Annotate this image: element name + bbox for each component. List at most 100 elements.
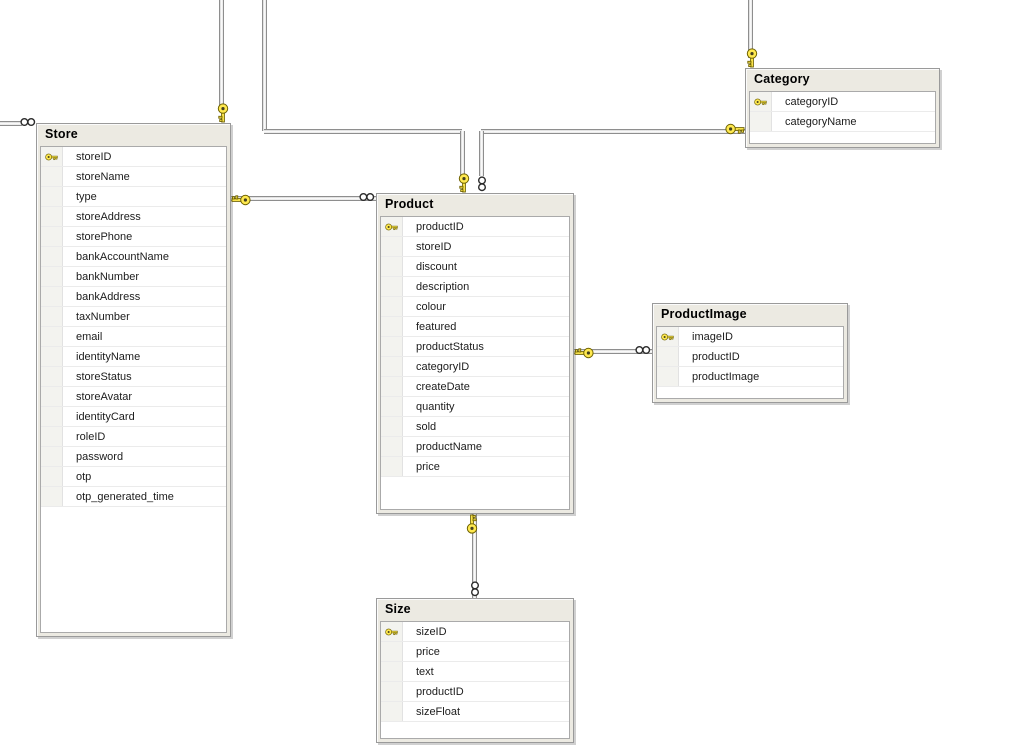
relationship-line-product-offscreen-top[interactable] <box>460 131 465 176</box>
column-row[interactable]: categoryID <box>381 357 569 377</box>
column-row[interactable]: productName <box>381 437 569 457</box>
column-row[interactable]: categoryName <box>750 112 935 132</box>
column-row[interactable]: email <box>41 327 226 347</box>
column-row[interactable]: quantity <box>381 397 569 417</box>
column-row[interactable]: price <box>381 457 569 477</box>
relationship-line-product-offscreen-top[interactable] <box>264 129 462 134</box>
 <box>466 514 478 534</box>
column-row[interactable]: productImage <box>657 367 843 387</box>
column-row[interactable]: type <box>41 187 226 207</box>
column-row[interactable]: sold <box>381 417 569 437</box>
column-row[interactable]: bankNumber <box>41 267 226 287</box>
column-row[interactable]: discount <box>381 257 569 277</box>
relationship-line-category-product[interactable] <box>479 131 484 176</box>
column-row[interactable]: otp_generated_time <box>41 487 226 507</box>
column-row[interactable]: description <box>381 277 569 297</box>
column-row[interactable]: storeAddress <box>41 207 226 227</box>
column-name: sold <box>416 420 437 433</box>
key-cell <box>41 407 63 426</box>
 <box>45 153 58 160</box>
key-cell <box>381 397 403 416</box>
relationship-line-product-offscreen-top[interactable] <box>262 0 267 131</box>
column-name: password <box>76 450 124 463</box>
column-row[interactable]: featured <box>381 317 569 337</box>
column-name: otp <box>76 470 92 483</box>
column-row[interactable]: bankAccountName <box>41 247 226 267</box>
column-row[interactable]: storePhone <box>41 227 226 247</box>
key-cell <box>41 347 63 366</box>
column-row[interactable]: createDate <box>381 377 569 397</box>
table-size[interactable]: Size sizeID price text productID sizeFloat <box>376 598 574 743</box>
column-name: productID <box>416 685 464 698</box>
key-cell <box>381 257 403 276</box>
key-cell <box>41 367 63 386</box>
relationship-line-product-productimage[interactable] <box>574 349 652 354</box>
column-row[interactable]: storeID <box>41 147 226 167</box>
 <box>725 123 745 135</box>
column-row[interactable]: roleID <box>41 427 226 447</box>
key-cell <box>381 317 403 336</box>
column-row[interactable]: productID <box>657 347 843 367</box>
key-cell <box>750 112 772 131</box>
primary-key-icon <box>385 223 398 231</box>
column-row[interactable]: categoryID <box>750 92 935 112</box>
key-cell <box>41 167 63 186</box>
column-row[interactable]: price <box>381 642 569 662</box>
column-name: roleID <box>76 430 106 443</box>
column-name: createDate <box>416 380 470 393</box>
relationship-line-category-product[interactable] <box>481 129 745 134</box>
column-row[interactable]: productStatus <box>381 337 569 357</box>
relationship-line-store-product[interactable] <box>231 196 376 201</box>
primary-key-cell <box>657 327 679 346</box>
column-name: quantity <box>416 400 455 413</box>
column-row[interactable]: productID <box>381 217 569 237</box>
column-row[interactable]: productID <box>381 682 569 702</box>
column-name: storePhone <box>76 230 133 243</box>
column-row[interactable]: taxNumber <box>41 307 226 327</box>
 <box>231 194 251 206</box>
column-name: sizeID <box>416 625 447 638</box>
column-row[interactable]: colour <box>381 297 569 317</box>
column-row[interactable]: otp <box>41 467 226 487</box>
column-row[interactable]: identityName <box>41 347 226 367</box>
column-row[interactable]: password <box>41 447 226 467</box>
column-name: storeStatus <box>76 370 132 383</box>
column-name: identityName <box>76 350 141 363</box>
column-row[interactable]: storeStatus <box>41 367 226 387</box>
relationship-line-category-offscreen-top[interactable] <box>748 0 753 58</box>
column-row[interactable]: storeAvatar <box>41 387 226 407</box>
key-cell <box>381 337 403 356</box>
column-row[interactable]: sizeFloat <box>381 702 569 722</box>
column-name: text <box>416 665 434 678</box>
column-row[interactable]: storeName <box>41 167 226 187</box>
relationship-line-offscreen-store-left[interactable] <box>0 121 22 126</box>
column-name: price <box>416 645 440 658</box>
relationship-line-product-size[interactable] <box>472 514 477 598</box>
primary-key-cell <box>750 92 772 111</box>
 <box>385 223 398 230</box>
key-cell <box>41 207 63 226</box>
key-cell <box>41 487 63 506</box>
column-name: email <box>76 330 103 343</box>
column-name: bankAddress <box>76 290 141 303</box>
column-row[interactable]: storeID <box>381 237 569 257</box>
column-row[interactable]: bankAddress <box>41 287 226 307</box>
key-cell <box>381 682 403 701</box>
column-row[interactable]: imageID <box>657 327 843 347</box>
table-title: Store <box>45 127 78 141</box>
column-row[interactable]: text <box>381 662 569 682</box>
table-title: Size <box>385 602 411 616</box>
relationship-line-store-offscreen-top[interactable] <box>219 0 224 106</box>
column-row[interactable]: sizeID <box>381 622 569 642</box>
primary-key-cell <box>381 217 403 236</box>
column-name: discount <box>416 260 457 273</box>
column-row[interactable]: identityCard <box>41 407 226 427</box>
table-title: Product <box>385 197 434 211</box>
